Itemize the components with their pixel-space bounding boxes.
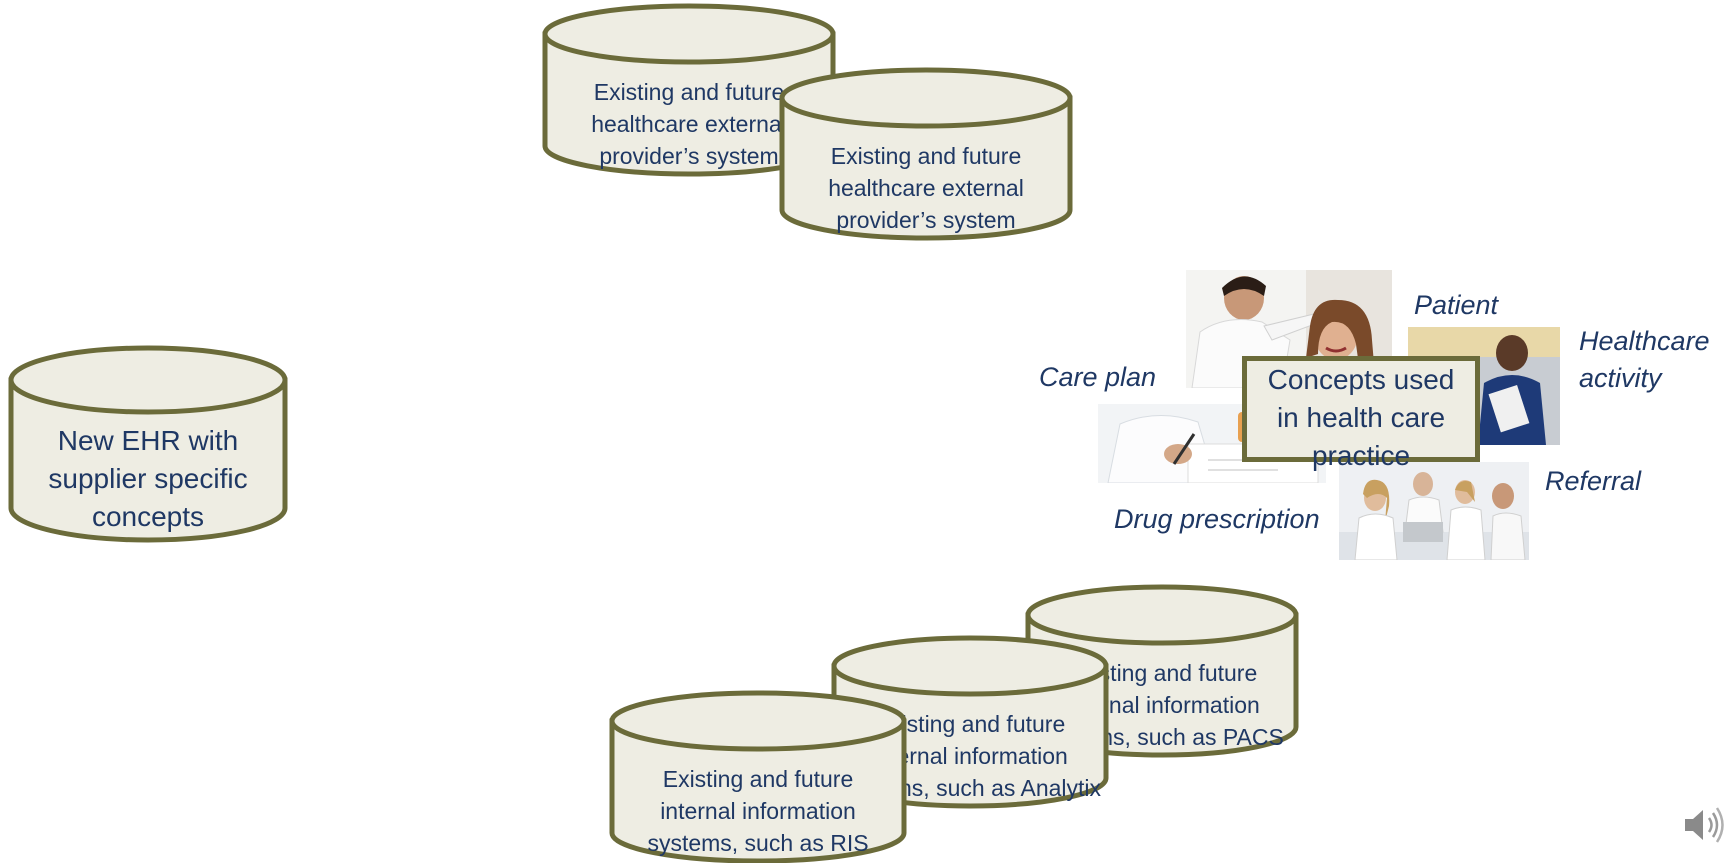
- label-care-plan: Care plan: [1039, 362, 1157, 392]
- cylinder-label: Existing and future healthcare external …: [591, 79, 787, 169]
- label-referral: Referral: [1545, 466, 1642, 496]
- cylinder-new-ehr: New EHR with supplier specific concepts: [8, 345, 288, 543]
- cylinder-label: New EHR with supplier specific concepts: [48, 425, 248, 532]
- concepts-center-box: Concepts used in health care practice: [1242, 356, 1480, 471]
- cylinder-external-provider-system: Existing and future healthcare external …: [542, 3, 836, 177]
- cylinder-external-provider-system: Existing and future healthcare external …: [779, 67, 1073, 241]
- label-patient: Patient: [1414, 290, 1499, 320]
- cylinder-label: Existing and future internal information…: [647, 766, 869, 856]
- label-healthcare-activity: Healthcare activity: [1579, 326, 1710, 393]
- cylinder-shape: [609, 690, 907, 863]
- cylinder-shape: [8, 345, 288, 543]
- cylinder-label: Existing and future healthcare external …: [828, 143, 1024, 233]
- speaker-icon[interactable]: [1683, 805, 1727, 845]
- cylinder-shape: [779, 67, 1073, 241]
- label-drug-prescription: Drug prescription: [1114, 504, 1320, 534]
- photo-team-meeting: [1339, 462, 1529, 560]
- cylinder-internal-system-ris: Existing and future internal information…: [609, 690, 907, 863]
- cylinder-shape: [542, 3, 836, 177]
